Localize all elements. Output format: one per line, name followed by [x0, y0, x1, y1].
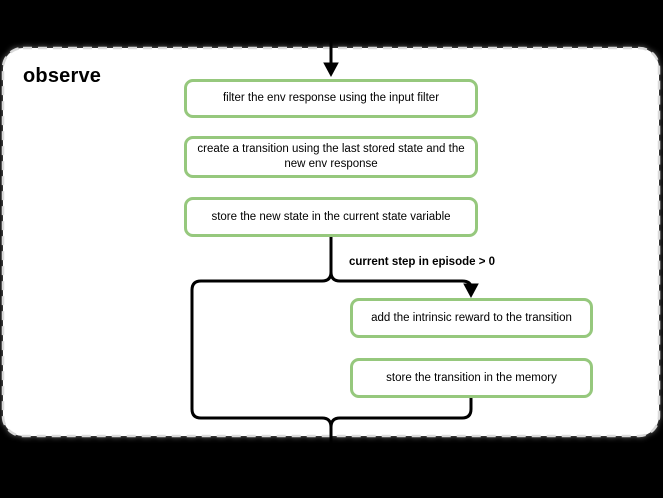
edge-skip-branch: [190, 237, 333, 446]
flow-node-store-new-state: store the new state in the current state…: [184, 197, 478, 237]
edge-store-transition-exit: [329, 397, 473, 428]
condition-label: current step in episode > 0: [349, 256, 496, 268]
arrowhead-into-add-reward-node: [463, 283, 479, 298]
flow-node-create-transition: create a transition using the last store…: [184, 136, 478, 178]
flow-node-filter-env-response: filter the env response using the input …: [184, 79, 478, 118]
flow-node-store-transition: store the transition in the memory: [350, 358, 593, 398]
group-title: observe: [23, 65, 102, 87]
arrowhead-into-filter-node: [323, 62, 339, 77]
flow-node-add-intrinsic-reward: add the intrinsic reward to the transiti…: [350, 298, 593, 338]
